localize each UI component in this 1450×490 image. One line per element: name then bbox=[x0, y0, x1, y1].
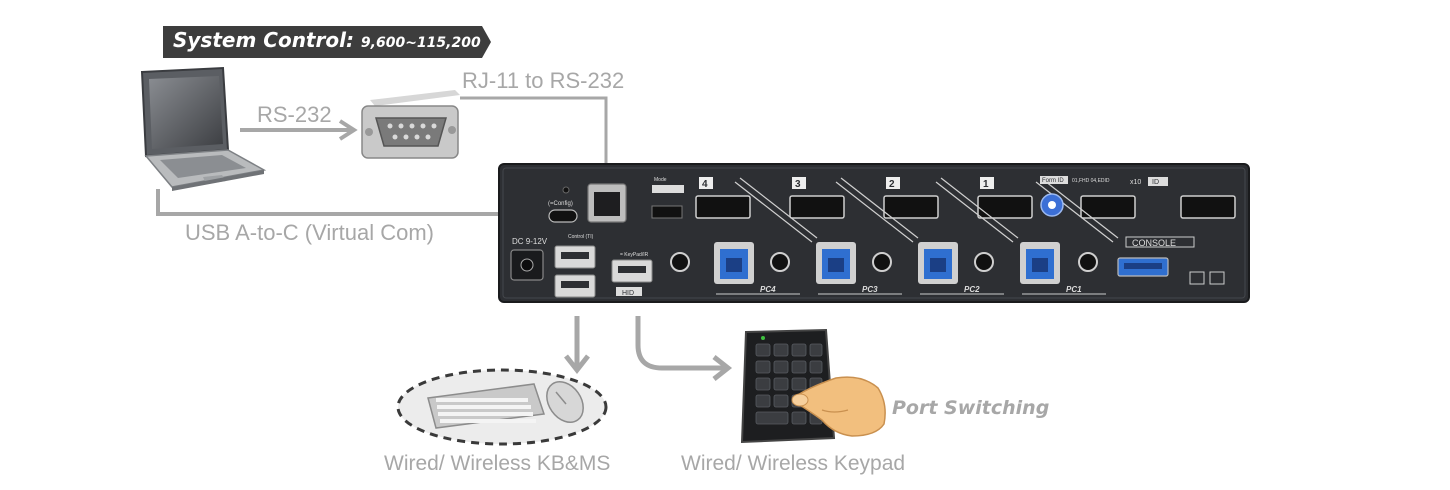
db9-adapter-icon bbox=[361, 90, 460, 159]
id-label: ID bbox=[1152, 179, 1159, 186]
console-label: CONSOLE bbox=[1132, 238, 1176, 248]
system-control-banner: System Control: 9,600~115,200 bbox=[173, 28, 481, 52]
edid-label: 01,FHD 04,EDID bbox=[1072, 178, 1110, 184]
usb-virtual-com-label: USB A-to-C (Virtual Com) bbox=[185, 220, 434, 245]
usb-c-port bbox=[548, 209, 578, 223]
banner-title: System Control: bbox=[173, 28, 354, 52]
keypad-arrow bbox=[635, 316, 733, 381]
banner-baud-rate: 9,600~115,200 bbox=[360, 35, 481, 51]
port-switching-label: Port Switching bbox=[892, 397, 1050, 419]
usb-icon-box bbox=[1189, 271, 1205, 285]
usb-virtual-com-line bbox=[156, 189, 545, 225]
dp-ports bbox=[695, 177, 1236, 219]
kbms-arrow bbox=[564, 316, 590, 375]
usb-a-ports-kbms bbox=[554, 245, 596, 298]
numeric-keypad-icon bbox=[740, 328, 836, 444]
rs232-arrow bbox=[240, 119, 358, 141]
form-id-badge bbox=[1040, 176, 1068, 184]
keypad-label: Wired/ Wireless Keypad bbox=[681, 452, 906, 475]
banner-shape bbox=[163, 26, 491, 58]
control-label: Control (TI) bbox=[568, 234, 594, 240]
port-number-1: 1 bbox=[983, 179, 989, 190]
pc2-label: PC2 bbox=[964, 285, 980, 294]
mode-label: Mode bbox=[654, 177, 667, 183]
dc-label: DC 9-12V bbox=[512, 237, 548, 246]
x10-label: x10 bbox=[1130, 179, 1141, 186]
laptop-icon bbox=[140, 66, 267, 191]
keyboard-mouse-icon bbox=[396, 368, 608, 446]
hand-icon bbox=[791, 376, 886, 437]
panel-diagonals bbox=[734, 177, 1119, 243]
kbms-label: Wired/ Wireless KB&MS bbox=[384, 452, 611, 475]
port-number-4: 4 bbox=[702, 179, 708, 190]
pc4-label: PC4 bbox=[760, 285, 776, 294]
port-number-2: 2 bbox=[889, 179, 895, 190]
config-label: (=Config) bbox=[548, 201, 573, 207]
usb-b-ports bbox=[714, 242, 1098, 284]
pc3-label: PC3 bbox=[862, 285, 878, 294]
pc1-label: PC1 bbox=[1066, 285, 1082, 294]
kvm-switch-panel: DC 9-12V (=Config) Control (TI) Mode 4 3… bbox=[498, 163, 1250, 303]
rj11-label: RJ-11 to RS-232 bbox=[462, 68, 625, 93]
usb-a-port-keypad: = KeyPad/IR HID bbox=[611, 252, 653, 297]
keypad-mini-label: = KeyPad/IR bbox=[620, 252, 649, 258]
audio-jack bbox=[670, 252, 690, 272]
rs232-label: RS-232 bbox=[257, 102, 332, 127]
form-id-badge-left bbox=[652, 185, 684, 193]
hid-label: HID bbox=[622, 290, 634, 297]
form-id-label: Form ID bbox=[1042, 178, 1064, 184]
port-number-3: 3 bbox=[795, 179, 801, 190]
